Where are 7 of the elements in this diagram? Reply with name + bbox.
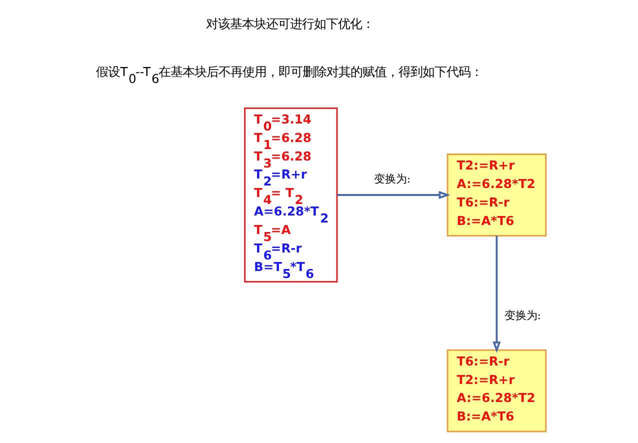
arrow [492,236,500,353]
arrow [336,190,450,200]
label: 对该基本块还可进行如下优化： [206,17,374,32]
edge-label: 变换为: [373,172,410,186]
node-box: T6:=R-r T2:=R+r A:=6.28*T2 B:=A*T6 [446,349,546,432]
edge-label: 变换为: [504,309,541,322]
node-box: T2:=R+r A:=6.28*T2 T6:=R-r B:=A*T6 [446,154,546,236]
